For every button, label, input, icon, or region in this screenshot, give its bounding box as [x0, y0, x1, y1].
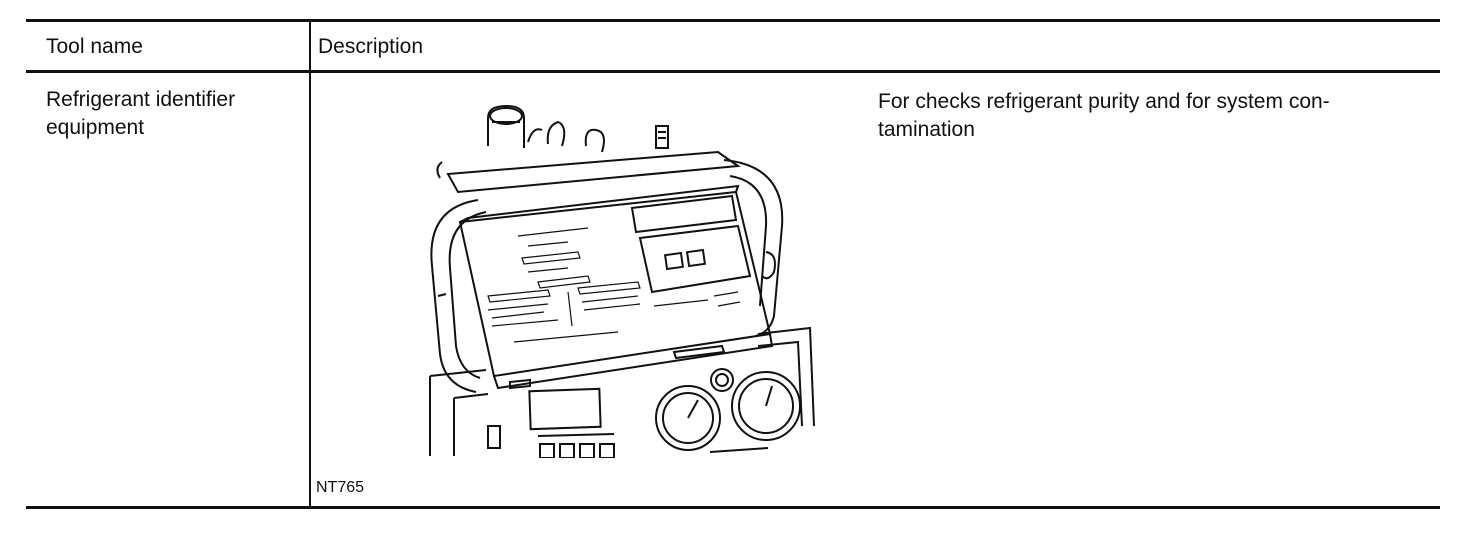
tool-name-cell: Refrigerant identifier equipment	[46, 88, 236, 139]
description-cell: For checks refrigerant purity and for sy…	[878, 90, 1330, 141]
table-column-divider	[309, 20, 311, 508]
figure-code: NT765	[316, 479, 365, 496]
header-tool-name: Tool name	[46, 35, 143, 58]
header-description: Description	[318, 35, 424, 58]
table-header-rule	[26, 70, 1440, 73]
refrigerant-identifier-illustration	[418, 96, 838, 458]
table-top-rule	[26, 19, 1440, 22]
table-bottom-rule	[26, 506, 1440, 509]
